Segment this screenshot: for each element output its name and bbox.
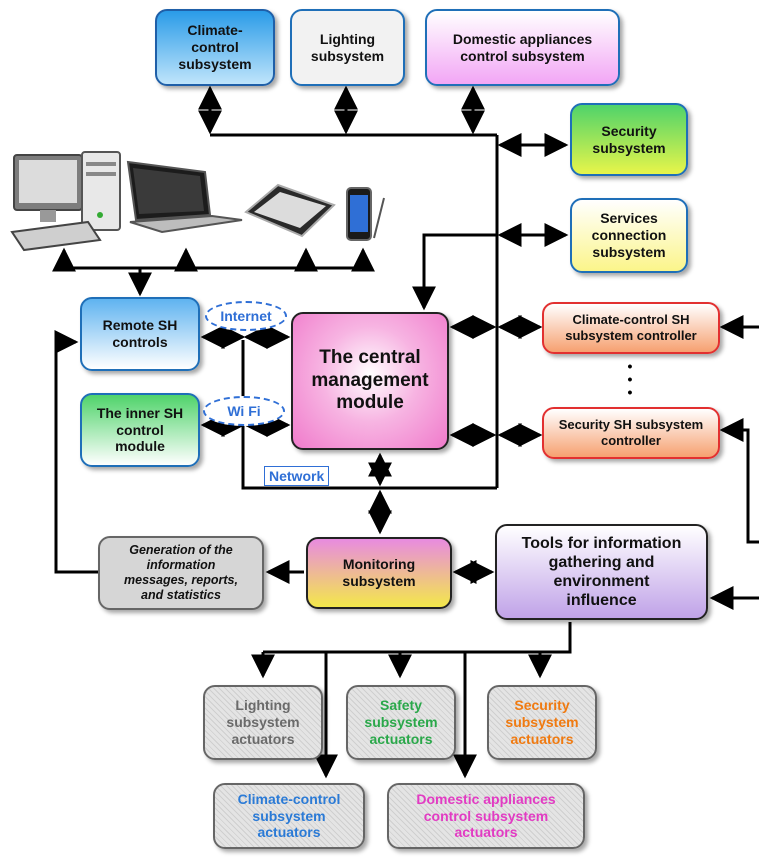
lighting-subsystem-actuators-label: Lighting subsystem actuators xyxy=(226,697,300,747)
security-subsystem-label: Security subsystem xyxy=(592,122,666,156)
central-management-module-label: The central management module xyxy=(311,346,429,414)
monitoring-subsystem-box: Monitoring subsystem xyxy=(306,537,452,609)
security-subsystem-actuators-label: Security subsystem actuators xyxy=(505,697,579,747)
wifi-cloud: Wi Fi xyxy=(203,396,285,426)
climate-control-subsystem-label: Climate- control subsystem xyxy=(178,22,252,72)
climate-control-subsystem-actuators-label: Climate-control subsystem actuators xyxy=(237,790,341,841)
security-sh-subsystem-controller-box: Security SH subsystem controller xyxy=(542,407,720,459)
monitoring-subsystem-label: Monitoring subsystem xyxy=(342,556,416,589)
smartphone-icon xyxy=(346,187,385,241)
security-sh-subsystem-controller-label: Security SH subsystem controller xyxy=(558,417,704,448)
climate-control-subsystem-box: Climate- control subsystem xyxy=(155,9,275,86)
desktop-computer-icon xyxy=(10,151,121,252)
inner-sh-control-module-label: The inner SH control module xyxy=(96,404,184,455)
domestic-appliances-control-subsystem-label: Domestic appliances control subsystem xyxy=(452,30,593,64)
security-subsystem-actuators-box: Security subsystem actuators xyxy=(487,685,597,760)
lighting-subsystem-actuators-box: Lighting subsystem actuators xyxy=(203,685,323,760)
generation-information-box: Generation of the information messages, … xyxy=(98,536,264,610)
network-label: Network xyxy=(264,466,330,486)
climate-control-sh-subsystem-controller-label: Climate-control SH subsystem controller xyxy=(565,312,697,343)
internet-label: Internet xyxy=(220,308,272,324)
tools-information-gathering-box: Tools for information gathering and envi… xyxy=(495,524,708,620)
internet-cloud: Internet xyxy=(205,301,287,331)
remote-sh-controls-box: Remote SH controls xyxy=(80,297,200,371)
security-subsystem-box: Security subsystem xyxy=(570,103,688,176)
climate-control-sh-subsystem-controller-box: Climate-control SH subsystem controller xyxy=(542,302,720,354)
lighting-subsystem-box: Lighting subsystem xyxy=(290,9,405,86)
generation-information-label: Generation of the information messages, … xyxy=(124,543,238,602)
tablet-icon xyxy=(244,183,336,238)
central-management-module-box: The central management module xyxy=(291,312,449,450)
domestic-appliances-actuators-label: Domestic appliances control subsystem ac… xyxy=(416,790,556,841)
inner-sh-control-module-box: The inner SH control module xyxy=(80,393,200,467)
lighting-subsystem-label: Lighting subsystem xyxy=(310,30,385,64)
safety-subsystem-actuators-label: Safety subsystem actuators xyxy=(364,697,438,747)
services-connection-subsystem-label: Services connection subsystem xyxy=(591,210,667,260)
safety-subsystem-actuators-box: Safety subsystem actuators xyxy=(346,685,456,760)
remote-sh-controls-label: Remote SH controls xyxy=(102,317,178,350)
tools-information-gathering-label: Tools for information gathering and envi… xyxy=(521,534,682,610)
domestic-appliances-control-subsystem-box: Domestic appliances control subsystem xyxy=(425,9,620,86)
services-connection-subsystem-box: Services connection subsystem xyxy=(570,198,688,273)
domestic-appliances-actuators-box: Domestic appliances control subsystem ac… xyxy=(387,783,585,849)
laptop-icon xyxy=(126,160,243,234)
controllers-ellipsis: • • • xyxy=(627,358,633,400)
wifi-label: Wi Fi xyxy=(227,403,261,419)
climate-control-subsystem-actuators-box: Climate-control subsystem actuators xyxy=(213,783,365,849)
